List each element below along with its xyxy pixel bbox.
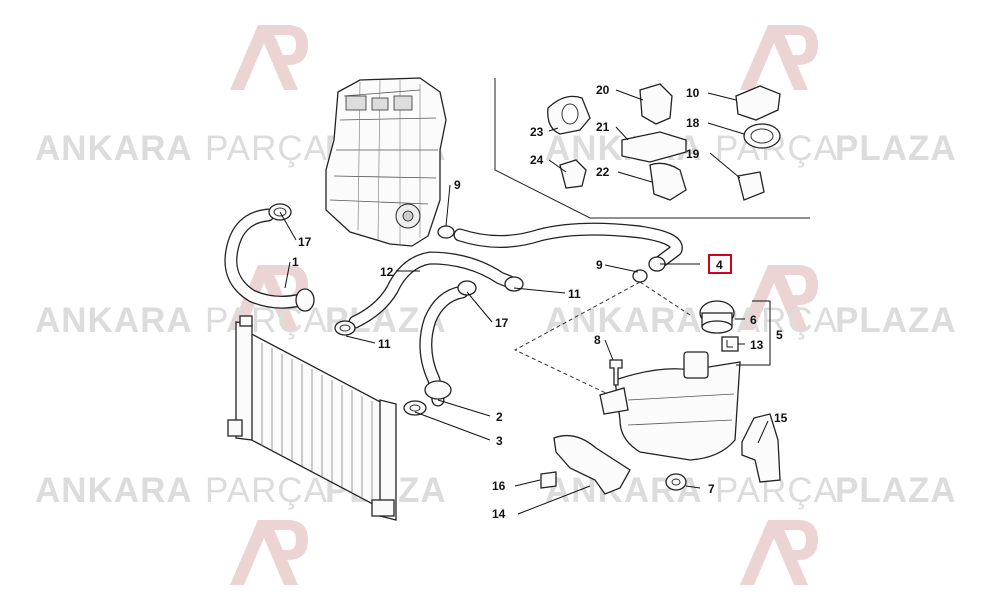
bracket-15 <box>741 413 781 483</box>
part-21 <box>621 131 687 163</box>
radiator <box>227 315 397 521</box>
callout-8: 8 <box>594 333 601 347</box>
svg-text:PARÇA: PARÇA <box>715 301 838 340</box>
callout-13: 13 <box>750 338 764 352</box>
svg-text:PLAZA: PLAZA <box>835 129 957 168</box>
part-10 <box>735 85 781 121</box>
bolt-8 <box>609 359 623 386</box>
callout-23: 23 <box>530 125 544 139</box>
part-20 <box>639 83 673 125</box>
callout-9b: 9 <box>596 258 603 272</box>
expansion-tank <box>599 351 741 461</box>
clamp-9-a <box>437 225 455 239</box>
callout-17a: 17 <box>298 235 312 249</box>
label-13-icon <box>721 336 739 352</box>
part-19 <box>737 171 765 201</box>
callout-17b: 17 <box>495 316 509 330</box>
assembly-line <box>513 281 691 396</box>
clamp-11-a <box>334 320 356 336</box>
part-22 <box>649 162 687 201</box>
hose-12 <box>348 251 517 329</box>
hose-1 <box>224 208 315 312</box>
part-24 <box>559 159 587 189</box>
svg-text:ANKARA: ANKARA <box>35 301 193 340</box>
hose-2 <box>419 285 469 407</box>
svg-text:PLAZA: PLAZA <box>835 301 957 340</box>
callout-1: 1 <box>292 255 299 269</box>
svg-text:PARÇA: PARÇA <box>205 471 328 510</box>
grommet-16 <box>540 471 557 489</box>
svg-text:ANKARA: ANKARA <box>35 471 193 510</box>
callout-9a: 9 <box>454 178 461 192</box>
callout-19: 19 <box>686 147 700 161</box>
callout-7: 7 <box>708 482 715 496</box>
callout-4: 4 <box>716 258 723 272</box>
callout-12: 12 <box>380 265 394 279</box>
leader-lines <box>279 89 771 515</box>
callout-18: 18 <box>686 116 700 130</box>
callout-10: 10 <box>686 86 700 100</box>
callout-14: 14 <box>492 507 506 521</box>
svg-text:ANKARA: ANKARA <box>545 301 703 340</box>
callout-16: 16 <box>492 479 506 493</box>
clamp-17-b <box>457 280 477 296</box>
svg-text:ANKARA: ANKARA <box>35 129 193 168</box>
watermark-logo-icon <box>230 25 818 585</box>
svg-text:PLAZA: PLAZA <box>835 471 957 510</box>
part-23 <box>547 95 591 135</box>
callout-15: 15 <box>774 411 788 425</box>
callout-2: 2 <box>496 410 503 424</box>
inset-frame <box>494 78 810 219</box>
svg-text:PARÇA: PARÇA <box>205 129 328 168</box>
clamp-3 <box>403 400 427 416</box>
engine-block <box>325 77 447 247</box>
heat-shield-14 <box>553 434 631 495</box>
callout-labels: 17 1 11 12 17 2 3 9 11 9 4 8 6 13 5 15 1… <box>292 83 788 521</box>
hose-4 <box>453 222 683 272</box>
callout-11b: 11 <box>568 287 581 301</box>
callout-22: 22 <box>596 165 610 179</box>
callout-24: 24 <box>530 153 544 167</box>
nut-7 <box>665 473 687 491</box>
callout-20: 20 <box>596 83 610 97</box>
tank-cap-6 <box>699 300 735 334</box>
callout-5: 5 <box>776 328 783 342</box>
callout-3: 3 <box>496 434 503 448</box>
clamp-11-b <box>504 276 524 292</box>
callout-21: 21 <box>596 120 610 134</box>
highlight-box <box>708 254 732 274</box>
callout-11a: 11 <box>378 337 391 351</box>
callout-6: 6 <box>750 313 757 327</box>
part-18 <box>743 123 781 149</box>
